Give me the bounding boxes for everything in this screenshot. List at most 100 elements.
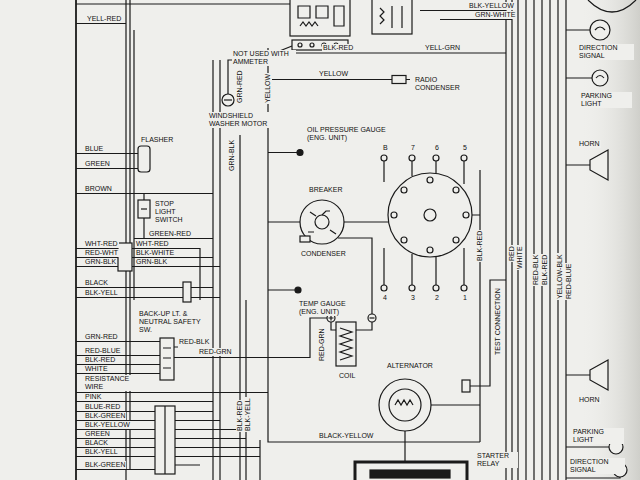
- wire-color-label: BLK-YELL: [84, 448, 119, 456]
- wire: [76, 412, 155, 470]
- component-label: ALTERNATOR: [386, 362, 434, 370]
- component-symbol: [298, 43, 302, 47]
- component-symbol: [392, 76, 406, 84]
- component-label: BACK-UP LT. & NEUTRAL SAFETY SW.: [138, 310, 202, 334]
- component-symbol: [163, 348, 171, 368]
- wire-color-label: WHT-RED: [84, 240, 119, 248]
- component-symbol: [595, 27, 605, 30]
- component-symbol: [463, 212, 469, 218]
- component-symbol: [118, 0, 636, 480]
- component-symbol: [409, 155, 415, 161]
- component-symbol: [401, 237, 407, 243]
- terminal-number: 6: [434, 144, 440, 152]
- component-symbol: [355, 462, 467, 480]
- component-symbol: [290, 0, 350, 36]
- component-symbol: [461, 285, 467, 291]
- component-symbol: [389, 389, 421, 421]
- wire-color-label: RED-GRN: [198, 348, 233, 356]
- component-symbol: [588, 0, 636, 12]
- wire-color-label: GRN-BLK: [135, 258, 168, 266]
- component-symbol: [395, 400, 413, 405]
- component-symbol: [300, 22, 318, 26]
- component-label: STOP LIGHT SWITCH: [154, 200, 188, 224]
- wire-color-label: GREEN: [84, 430, 111, 438]
- component-symbol: [372, 0, 412, 34]
- component-symbol: [453, 237, 459, 243]
- component-symbol: [596, 76, 604, 79]
- wire-color-label: BLK-RED: [322, 44, 354, 52]
- component-label: HORN: [578, 140, 601, 148]
- wire-color-label: RED-BLUE: [565, 263, 573, 300]
- component-symbol: [380, 6, 402, 28]
- component-symbol: [329, 316, 334, 321]
- component-label: PARKING LIGHT: [572, 428, 624, 444]
- wire-color-label: BLACK: [84, 439, 109, 447]
- component-symbol: [160, 338, 174, 380]
- wire-color-label: GRN-RED: [84, 333, 119, 341]
- component-symbol: [388, 173, 472, 257]
- wire: [75, 0, 77, 480]
- component-symbol: [164, 406, 165, 474]
- component-symbol: [391, 212, 397, 218]
- component-label: OIL PRESSURE GAUGE (ENG. UNIT): [306, 126, 388, 142]
- component-symbol: [141, 208, 147, 209]
- component-symbol: [427, 177, 433, 183]
- wire-color-label: WHITE: [84, 365, 109, 373]
- wire-color-label: BLK-YELL: [244, 397, 252, 432]
- component-symbol: [381, 155, 387, 161]
- component-symbol: [379, 379, 431, 431]
- wire: [268, 153, 300, 291]
- component-symbol: [453, 187, 459, 193]
- wire-color-label: RED-BLK: [178, 338, 210, 346]
- component-symbol: [138, 146, 150, 172]
- component-symbol: [308, 211, 336, 234]
- note-label: TEST CONNECTION: [494, 287, 502, 356]
- component-label: STARTER RELAY: [476, 452, 518, 468]
- component-symbol: [298, 6, 344, 26]
- wire-color-label: GRN-BLK: [84, 258, 117, 266]
- wire-color-label: BLK-RED: [541, 254, 549, 286]
- wire: [76, 288, 220, 298]
- component-symbol: [300, 200, 344, 244]
- component-label: FLASHER: [140, 136, 174, 144]
- wire: [268, 48, 480, 442]
- terminal-number: B: [382, 144, 389, 152]
- component-label: HORN: [578, 396, 601, 404]
- component-symbol: [295, 287, 301, 293]
- terminal-number: 2: [434, 294, 440, 302]
- wire-color-label: PINK: [84, 393, 102, 401]
- component-label: COIL: [338, 372, 356, 380]
- component-label: BREAKER: [308, 186, 343, 194]
- component-symbol: [461, 155, 467, 161]
- wire-color-label: WHT-RED: [135, 240, 170, 248]
- wire-color-label: GRN-WHITE: [474, 11, 516, 19]
- terminal-number: 7: [410, 144, 416, 152]
- wire-color-label: GREEN: [84, 160, 111, 168]
- component-symbol: [118, 243, 132, 271]
- wire-color-label: YELL-RED: [86, 15, 122, 23]
- component-symbol: [336, 322, 356, 366]
- wire-color-label: YELLOW-BLK: [556, 253, 564, 300]
- component-symbol: [222, 94, 234, 106]
- component-symbol: [340, 328, 352, 360]
- wire-color-label: BLACK: [84, 279, 109, 287]
- component-symbol: [592, 70, 608, 86]
- component-symbol: [138, 200, 150, 218]
- wire-color-label: BLK-RED: [84, 356, 116, 364]
- component-symbol: [381, 285, 387, 291]
- wire-color-label: BLK-GREEN: [84, 461, 126, 469]
- component-symbol: [401, 187, 407, 193]
- component-symbol: [297, 150, 303, 156]
- wire-color-label: BLK-RED: [236, 400, 244, 432]
- component-symbol: [370, 317, 375, 318]
- component-symbol: [409, 285, 415, 291]
- component-symbol: [300, 236, 310, 242]
- terminal-number: 4: [382, 294, 388, 302]
- terminal-number: 3: [410, 294, 416, 302]
- terminal-number: 1: [462, 294, 468, 302]
- wire-color-label: GRN-BLK: [228, 139, 236, 172]
- wire-color-label: RED-BLK: [532, 254, 540, 286]
- component-symbol: [590, 20, 610, 40]
